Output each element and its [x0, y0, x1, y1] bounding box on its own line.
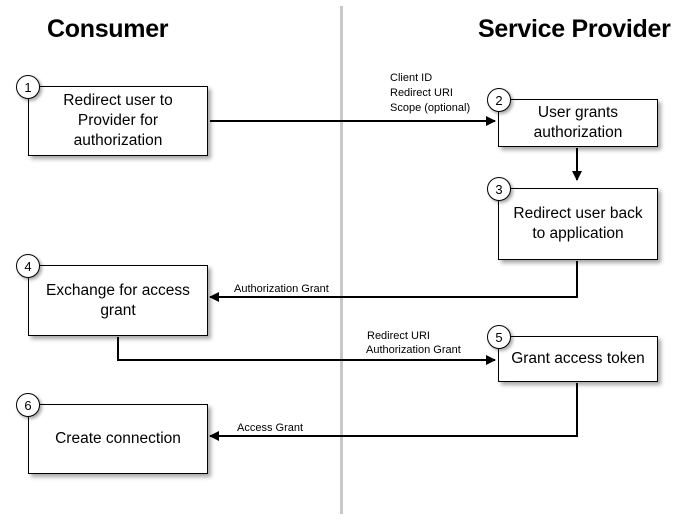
- arrow-label-authorization-grant-2: Authorization Grant: [366, 344, 461, 356]
- step-number-badge: 3: [487, 177, 511, 201]
- step-label: Create connection: [55, 430, 181, 447]
- arrow-label-redirect-uri-2: Redirect URI: [367, 330, 430, 342]
- step-box-grant-token: Grant access token: [498, 336, 658, 382]
- step-label: Exchange for access grant: [46, 281, 190, 319]
- step-box-user-grants: User grants authorization: [498, 99, 658, 147]
- arrow-label-scope: Scope (optional): [390, 102, 471, 114]
- step-box-redirect-user: Redirect user to Provider for authorizat…: [28, 86, 208, 156]
- step-number-badge: 4: [16, 254, 40, 278]
- step-label: Redirect user to Provider for authorizat…: [63, 92, 173, 149]
- step-number-badge: 5: [487, 325, 511, 349]
- step-label: Grant access token: [511, 350, 645, 367]
- step-number-badge: 1: [16, 75, 40, 99]
- arrow-label-client-id: Client ID: [390, 72, 433, 84]
- step-number-badge: 2: [487, 88, 511, 112]
- arrow-5-to-6: [209, 383, 578, 441]
- step-label: User grants authorization: [533, 104, 623, 141]
- step-box-redirect-back: Redirect user back to application: [498, 188, 658, 260]
- consumer-heading: Consumer: [47, 15, 169, 43]
- arrow-label-authorization-grant: Authorization Grant: [234, 283, 329, 295]
- arrow-3-to-4: [209, 261, 578, 302]
- arrow-label-access-grant: Access Grant: [237, 422, 304, 434]
- swimlane-divider: [340, 6, 343, 514]
- step-box-exchange-grant: Exchange for access grant: [28, 265, 208, 336]
- service-provider-heading: Service Provider: [478, 15, 671, 43]
- step-box-create-connection: Create connection: [28, 404, 208, 474]
- arrow-4-to-5: [117, 337, 496, 365]
- step-number-badge: 6: [16, 393, 40, 417]
- arrow-label-redirect-uri: Redirect URI: [390, 87, 453, 99]
- step-label: Redirect user back to application: [513, 205, 643, 242]
